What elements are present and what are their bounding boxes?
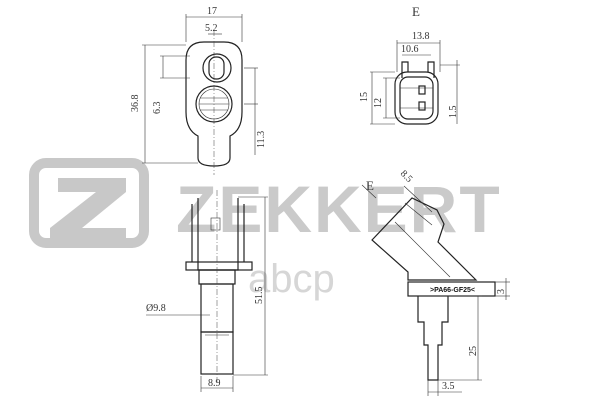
brand-watermark: ZEKKERT	[176, 172, 502, 246]
dim-hole-offset: 6.3	[152, 102, 163, 115]
dim-total-height: 51.5	[254, 287, 265, 305]
dim-outer-width: 13.8	[412, 31, 430, 42]
dim-hole: 5.2	[205, 23, 218, 34]
dim-outer-height: 15	[359, 92, 370, 102]
connector-view-e: E 13.8 10.6 15 12 1.5	[359, 4, 460, 125]
dim-tip-length: 25	[468, 346, 479, 356]
dim-lower: 11.3	[256, 131, 267, 148]
dim-inner-height: 12	[373, 98, 384, 108]
section-e-label: E	[366, 178, 374, 193]
abcp-watermark: abcp	[248, 257, 335, 301]
dim-tip-width: 8.9	[208, 378, 221, 389]
front-view: 17 5.2 36.8 6.3 11.3	[130, 6, 267, 175]
dim-diameter: Ø9.8	[146, 303, 166, 314]
dim-tip-width-angled: 3.5	[442, 381, 455, 392]
dim-front-width: 17	[207, 6, 217, 17]
angled-view: E 8.5 >PA66-GF25< 3 25 3.5	[361, 168, 510, 396]
side-view: 51.5 Ø9.8 8.9	[146, 190, 268, 392]
zekkert-logo-watermark	[29, 158, 149, 248]
dim-inner-width: 10.6	[401, 44, 419, 55]
view-e-label: E	[412, 4, 420, 19]
dim-flange: 3	[496, 289, 507, 294]
dim-front-height: 36.8	[130, 95, 141, 113]
material-marking: >PA66-GF25<	[430, 287, 475, 294]
dim-side: 1.5	[448, 106, 459, 119]
